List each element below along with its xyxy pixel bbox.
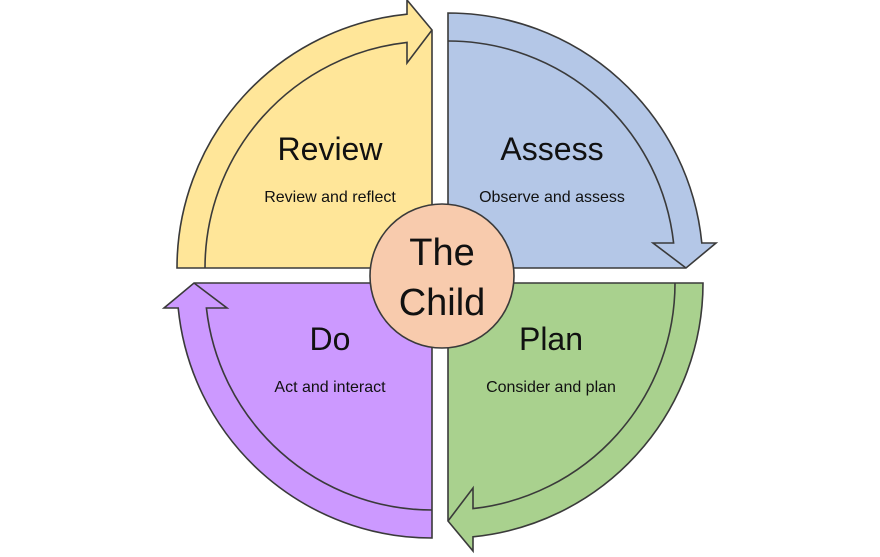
plan-title: Plan	[519, 321, 583, 357]
do-subtitle: Act and interact	[274, 379, 386, 396]
plan-subtitle: Consider and plan	[486, 379, 616, 396]
review-title: Review	[278, 131, 384, 167]
center-label-line2: Child	[399, 282, 486, 324]
review-subtitle: Review and reflect	[264, 189, 396, 206]
assess-title: Assess	[500, 131, 603, 167]
do-title: Do	[310, 321, 351, 357]
center-label-line1: The	[409, 232, 474, 274]
center-circle	[369, 203, 515, 349]
assess-subtitle: Observe and assess	[479, 189, 625, 206]
